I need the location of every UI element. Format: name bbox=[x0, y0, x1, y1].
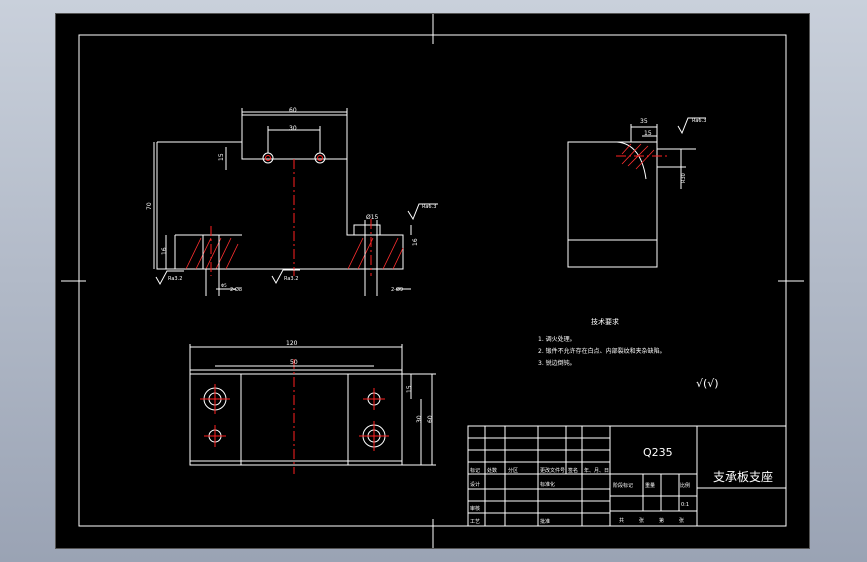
dim-top-total: 120 bbox=[286, 340, 298, 347]
roughness-side: Ra6.3 bbox=[692, 118, 706, 124]
tb-scale-value: 0:1 bbox=[681, 502, 689, 508]
dim-hole-top: 15 bbox=[218, 153, 225, 161]
general-roughness: √(√) bbox=[696, 377, 719, 390]
dim-front-height: 70 bbox=[146, 202, 153, 210]
front-outline bbox=[156, 114, 404, 270]
tb-reviewer: 审核 bbox=[470, 505, 480, 512]
side-fillet bbox=[616, 141, 647, 180]
dim-side-r: R30 bbox=[681, 173, 687, 183]
dim-front-width: 60 bbox=[289, 107, 297, 114]
tb-scale: 比例 bbox=[680, 482, 690, 489]
section-hatch-left bbox=[185, 237, 239, 270]
tb-sheet-unit-2: 张 bbox=[679, 517, 684, 524]
tb-stage-mark: 阶段标记 bbox=[613, 482, 633, 489]
dim-side-top: 35 bbox=[640, 118, 648, 125]
tech-requirements: 技术要求 1. 调火处理。 2. 锻件不允许存在白点、内部裂纹和夹杂缺陷。 3.… bbox=[538, 317, 719, 390]
dim-side-inner: 15 bbox=[644, 130, 652, 137]
tb-standardize: 标准化 bbox=[540, 481, 555, 488]
tb-label-sign: 签名 bbox=[568, 467, 578, 474]
tb-label-mark: 标记 bbox=[470, 467, 480, 474]
front-view: 60 30 70 15 16 Ø15 16 Ra3.2 Ra3.2 Ra6.3 … bbox=[146, 107, 438, 296]
tb-part-name: 支承板支座 bbox=[713, 469, 773, 484]
roughness-right: Ra6.3 bbox=[422, 204, 436, 210]
tb-approve: 批准 bbox=[540, 518, 550, 525]
dim-top-right-mid: 30 bbox=[416, 415, 423, 423]
tb-designer: 设计 bbox=[470, 481, 480, 488]
tb-label-zone: 分区 bbox=[508, 467, 518, 474]
tb-sheet-unit-1: 张 bbox=[639, 517, 644, 524]
tol-left: Φ5 bbox=[221, 283, 227, 288]
tb-sheet-no: 第 bbox=[659, 517, 664, 524]
roughness-left: Ra3.2 bbox=[168, 276, 182, 282]
top-view: 120 50 15 30 60 bbox=[189, 340, 436, 474]
tech-item-3: 3. 锐边倒钝。 bbox=[538, 359, 576, 367]
hole-note-left: 2-Ø8 bbox=[230, 286, 242, 293]
tb-material: Q235 bbox=[643, 446, 673, 459]
tb-label-date: 年、月、日 bbox=[584, 467, 609, 474]
dim-hole-left: 16 bbox=[161, 247, 168, 255]
hole-note-right: 2-Ø9 bbox=[391, 286, 403, 293]
cad-drawing: 60 30 70 15 16 Ø15 16 Ra3.2 Ra3.2 Ra6.3 … bbox=[61, 14, 804, 548]
dim-top-right-total: 60 bbox=[427, 415, 434, 423]
dim-counterbore: Ø15 bbox=[366, 214, 379, 221]
tb-weight: 重量 bbox=[645, 482, 655, 489]
tb-label-count: 处数 bbox=[487, 467, 497, 474]
tech-item-1: 1. 调火处理。 bbox=[538, 335, 576, 343]
tech-item-2: 2. 锻件不允许存在白点、内部裂纹和夹杂缺陷。 bbox=[538, 347, 666, 355]
drawing-sheet: 60 30 70 15 16 Ø15 16 Ra3.2 Ra3.2 Ra6.3 … bbox=[56, 14, 809, 548]
section-hatch-right bbox=[347, 237, 404, 270]
tb-label-change: 更改文件号 bbox=[540, 467, 565, 474]
tb-process: 工艺 bbox=[470, 519, 480, 525]
tech-title: 技术要求 bbox=[591, 317, 619, 326]
dim-top-right-small: 15 bbox=[406, 385, 413, 393]
dim-top-inner: 50 bbox=[290, 359, 298, 366]
side-view: 35 15 Ra6.3 R30 bbox=[567, 117, 706, 268]
title-block: 标记 处数 分区 更改文件号 签名 年、月、日 设计 标准化 审核 工艺 批准 … bbox=[467, 425, 787, 527]
dim-right-slot: 16 bbox=[412, 238, 419, 246]
dim-front-holes: 30 bbox=[289, 125, 297, 132]
roughness-mid: Ra3.2 bbox=[284, 276, 298, 282]
tb-sheet-total: 共 bbox=[619, 517, 624, 524]
